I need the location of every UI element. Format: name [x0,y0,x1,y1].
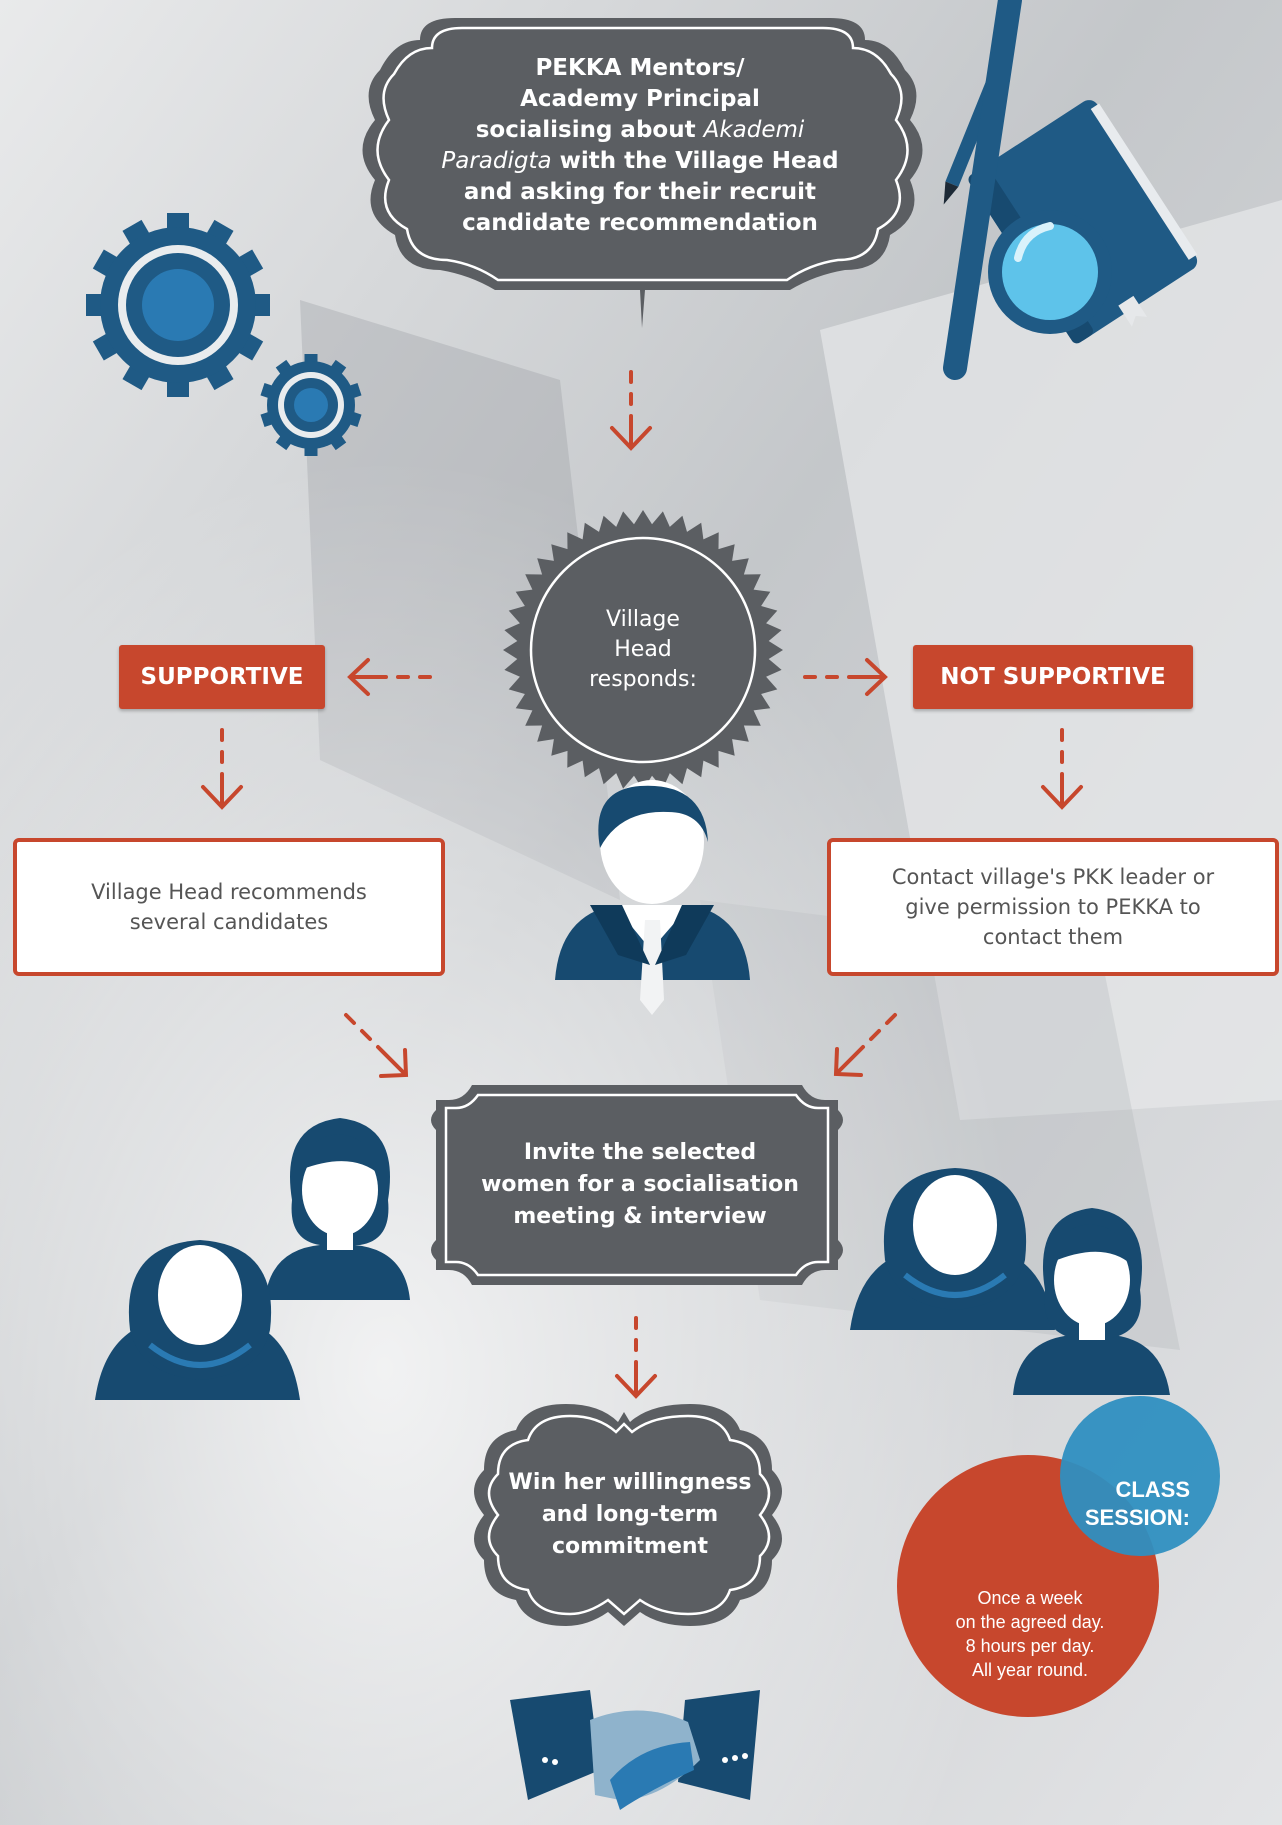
woman-icon [265,1118,410,1300]
not-supportive-result-line-2: give permission to PEKKA to [905,895,1201,919]
decision-node-shape [503,510,783,790]
decision-node-text: Village Head responds: [563,570,723,730]
final-node-shape [474,1404,782,1626]
class-session-line-4: All year round. [971,1660,1089,1680]
supportive-result-line-1: Village Head recommends [91,880,367,904]
arrow-to-supportive [347,658,432,696]
supportive-result-line-2: several candidates [129,910,329,934]
arrow-right-result-to-invite [833,1013,897,1077]
start-node-text: PEKKA Mentors/ Academy Principal sociali… [400,46,880,246]
invite-node-text: Invite the selected women for a socialis… [450,1120,830,1250]
not-supportive-result-line-1: Contact village's PKK leader or [891,865,1215,889]
village-head-avatar-icon [555,780,750,1015]
invite-line-3: meeting & interview [513,1204,767,1229]
start-line-4: Paradigta with the Village Head [441,146,838,177]
arrow-left-result-to-invite [344,1013,409,1078]
supportive-label: SUPPORTIVE [119,645,325,709]
final-line-1: Win her willingness [508,1470,752,1495]
class-session-body: Once a week on the agreed day. 8 hours p… [910,1586,1150,1682]
start-italic-term-2: Paradigta [441,148,552,174]
not-supportive-result-box: Contact village's PKK leader or give per… [827,838,1279,976]
class-session-line-3: 8 hours per day. [965,1636,1095,1656]
start-line-5: and asking for their recruit [463,179,817,205]
class-session-title-line-1: CLASS [1115,1477,1190,1502]
arrow-start-to-decision [610,370,652,451]
woman-hijab-icon [95,1240,300,1400]
start-line-2: Academy Principal [520,86,760,112]
gears-icon [86,213,362,456]
not-supportive-label: NOT SUPPORTIVE [913,645,1193,709]
start-line-6: candidate recommendation [462,210,818,236]
start-italic-term: Akademi [703,117,805,143]
not-supportive-result-line-3: contact them [982,925,1124,949]
arrow-to-not-supportive [803,658,888,696]
class-session-line-2: on the agreed day. [955,1612,1105,1632]
arrow-supportive-down [201,728,243,810]
invite-node-shape [431,1085,843,1285]
decision-line-2: Head [614,637,672,662]
start-node-shape [362,18,923,328]
final-node-text: Win her willingness and long-term commit… [500,1450,760,1580]
decision-line-1: Village [606,607,680,632]
magnifier-icon [943,0,1112,380]
start-line-4-text: with the Village Head [559,148,839,174]
arrow-not-supportive-down [1041,728,1083,810]
start-line-3: socialising about Akademi [476,115,805,146]
decision-line-3: responds: [589,667,697,692]
invite-line-2: women for a socialisation [481,1172,799,1197]
woman-icon-right [1013,1208,1170,1395]
final-line-2: and long-term [541,1502,719,1527]
start-line-1: PEKKA Mentors/ [535,55,745,81]
class-session-title-circle [1060,1396,1220,1556]
handshake-icon [510,1690,760,1810]
class-session-title-line-2: SESSION: [1084,1505,1190,1530]
invite-line-1: Invite the selected [523,1140,757,1165]
woman-hijab-icon-right [850,1168,1055,1330]
class-session-line-1: Once a week [977,1588,1083,1608]
final-line-3: commitment [551,1534,709,1559]
supportive-result-box: Village Head recommends several candidat… [13,838,445,976]
class-session-title: CLASS SESSION: [1060,1476,1190,1532]
start-line-3-text: socialising about [475,117,696,143]
arrow-invite-to-final [615,1316,657,1399]
